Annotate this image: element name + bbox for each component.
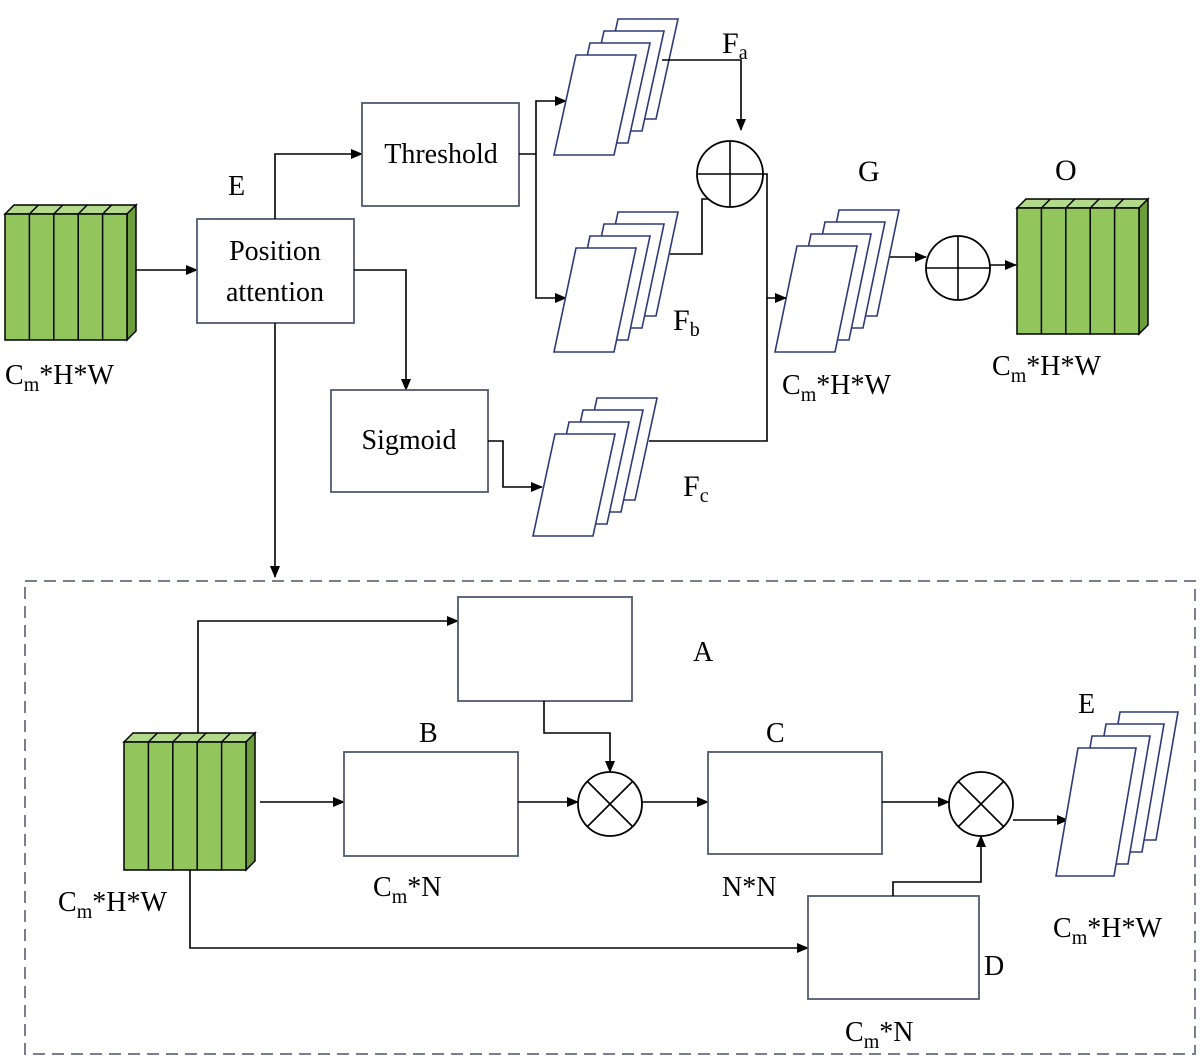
label-G: G (858, 155, 880, 188)
line-Fc-to-G (649, 298, 768, 442)
label-C: C (766, 718, 785, 749)
arrow-Fa-to-add (662, 59, 746, 131)
position-attention-module-border (24, 580, 1196, 1055)
arrow-pa-to-threshold (274, 149, 363, 219)
input-dim-label: Cm*H*W (5, 360, 114, 396)
sigmoid-label: Sigmoid (362, 425, 457, 456)
arrow-A-to-multiply (543, 701, 615, 773)
label-O: O (1055, 154, 1077, 187)
box-D (807, 895, 980, 1000)
arrow-Fb-to-add (670, 194, 726, 255)
multiply-operator-2 (948, 771, 1014, 837)
G-dim-label: Cm*H*W (782, 370, 891, 406)
position-attention-label-line1: Position (229, 236, 321, 267)
add-operator-right (925, 235, 991, 301)
arrow-threshold-to-Fa (535, 96, 567, 154)
output-feature-cube-O (1015, 197, 1150, 336)
label-A: A (693, 637, 714, 668)
arrow-D-to-multiply (892, 835, 986, 896)
box-C (707, 751, 883, 855)
input-feature-cube (3, 203, 138, 342)
arrow-cube-to-A (197, 616, 459, 733)
E-dim-label: Cm*H*W (1053, 913, 1162, 949)
label-B: B (419, 718, 438, 749)
C-dim-label: N*N (722, 872, 776, 903)
threshold-label: Threshold (384, 139, 498, 170)
feature-map-E-output (1055, 711, 1179, 877)
feature-map-G (774, 209, 900, 353)
arrow-cube-to-D (189, 870, 809, 953)
label-Fb: Fb (673, 304, 700, 341)
feature-map-Fa (553, 18, 679, 156)
arrow-threshold-to-Fb (535, 154, 567, 303)
feature-map-Fb (553, 211, 679, 353)
B-dim-label: Cm*N (373, 872, 441, 908)
threshold-box (361, 102, 520, 207)
add-operator-top (696, 140, 764, 208)
position-attention-label-line2: attention (226, 277, 324, 308)
feature-map-Fc (532, 397, 658, 537)
box-A (457, 596, 633, 702)
label-E-top: E (228, 171, 245, 202)
module-input-cube (122, 731, 257, 872)
multiply-operator-1 (577, 771, 643, 837)
D-dim-label: Cm*N (845, 1017, 913, 1053)
label-D: D (984, 951, 1004, 982)
arrow-pa-to-sigmoid (354, 269, 411, 391)
arrow-add-to-G (763, 173, 787, 303)
box-B (343, 751, 519, 857)
label-Fa: Fa (722, 27, 748, 64)
module-input-dim-label: Cm*H*W (58, 887, 167, 923)
position-attention-box (196, 218, 355, 324)
label-E-bottom: E (1078, 689, 1095, 720)
arrow-sigmoid-to-Fc (488, 440, 543, 492)
O-dim-label: Cm*H*W (992, 351, 1101, 387)
label-Fc: Fc (683, 470, 709, 507)
